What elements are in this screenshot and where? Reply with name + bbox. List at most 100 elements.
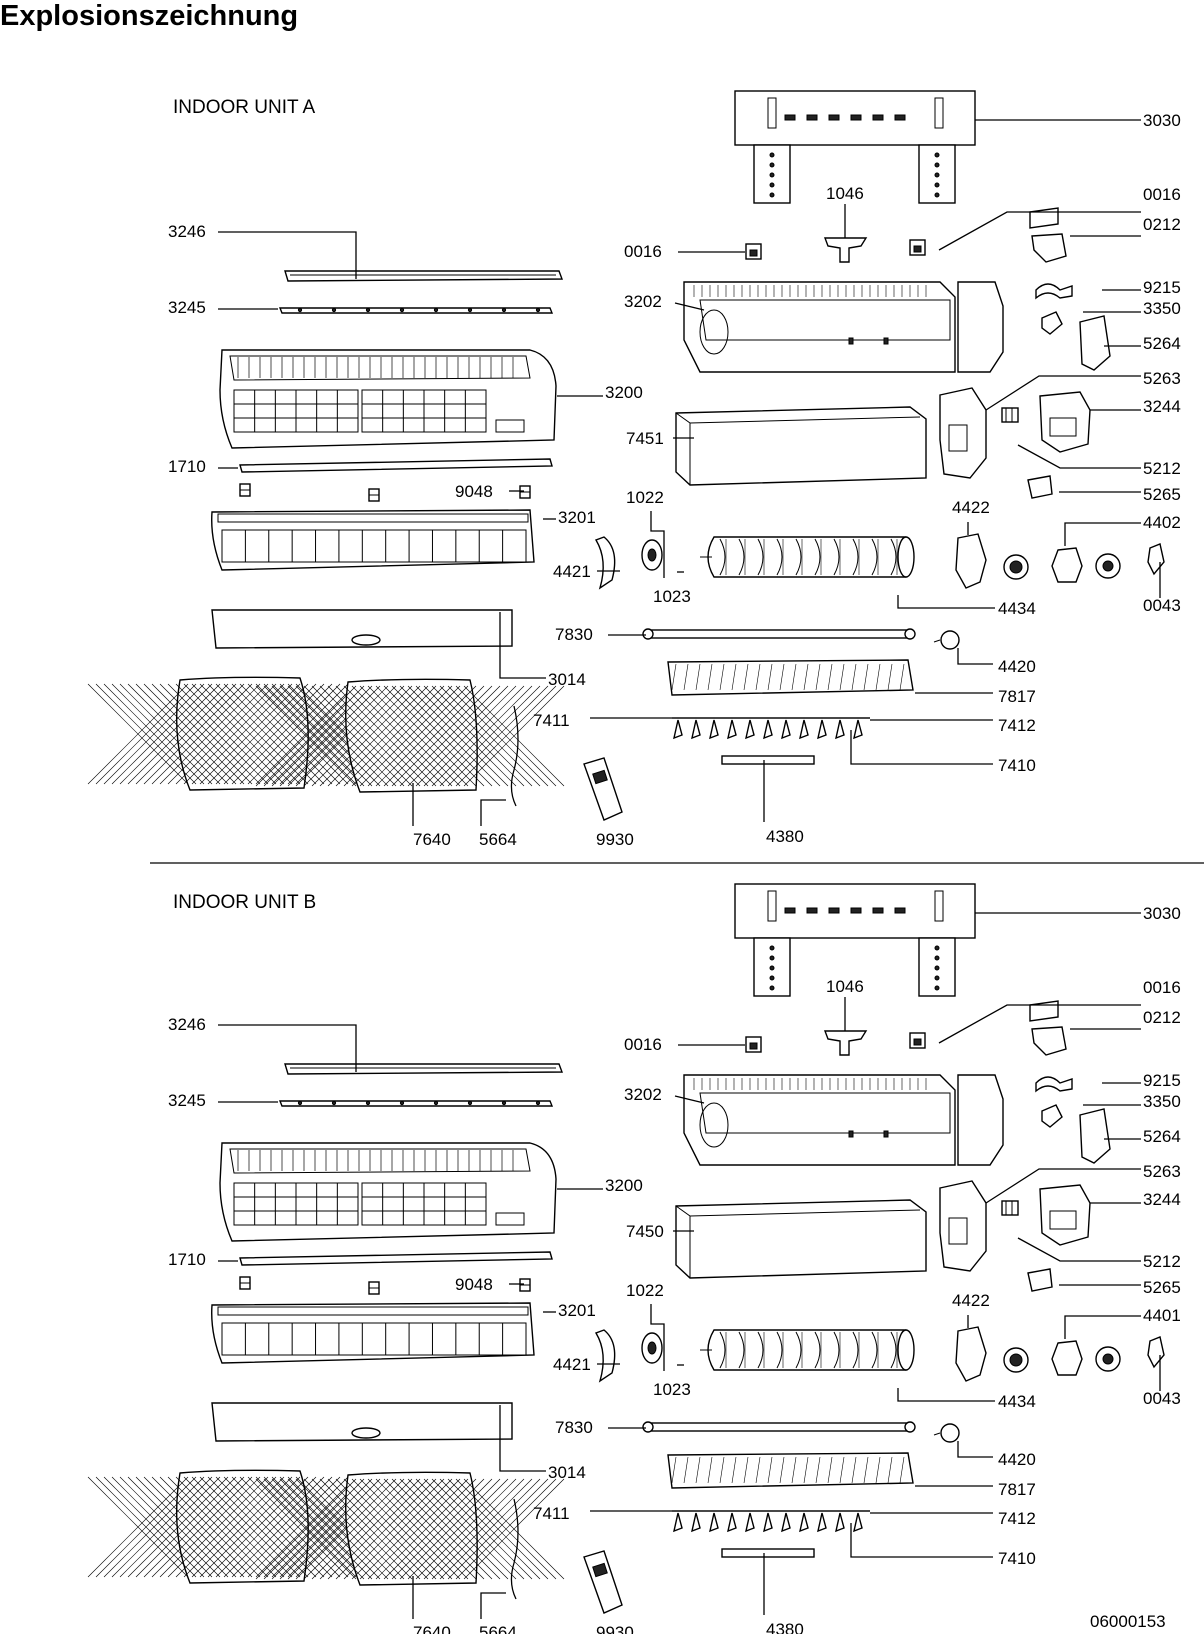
louvers-7412: [672, 717, 870, 740]
clamp-9215: [1035, 1076, 1073, 1093]
part-0043: [1147, 1336, 1165, 1369]
leader-line: [897, 595, 995, 609]
part-number-label: 3350: [1143, 1092, 1181, 1111]
part-number-label: 5264: [1143, 1127, 1181, 1146]
control-box-3244: [1039, 391, 1091, 453]
leader-line: [480, 1592, 506, 1619]
leader-line: [650, 1304, 665, 1371]
fan-wheel-4434: [700, 536, 915, 578]
leader-line: [499, 1405, 546, 1472]
leader-line: [1017, 1237, 1141, 1262]
leader-line: [674, 1095, 705, 1104]
part-number-label: 3030: [1143, 111, 1181, 130]
leader-line: [499, 612, 546, 679]
strip-1710: [239, 1251, 553, 1266]
leader-line: [850, 1523, 993, 1558]
chassis-3202: [683, 281, 1004, 373]
part-number-label: 7412: [998, 716, 1036, 735]
part-number-label: 0212: [1143, 1008, 1181, 1027]
leader-line: [1017, 444, 1141, 469]
part-number-label: 9048: [455, 482, 493, 501]
page-title: Explosionszeichnung: [0, 0, 299, 32]
strip-4380: [721, 1548, 815, 1558]
part-number-label: 4422: [952, 1291, 990, 1310]
part-number-label: 4420: [998, 657, 1036, 676]
drain-pan-7817: [667, 659, 914, 696]
side-frame-5263: [939, 387, 987, 479]
part-number-label: 3202: [624, 292, 662, 311]
leader-line: [1064, 1315, 1141, 1339]
connector-5212: [1001, 1200, 1019, 1216]
part-number-label: 7450: [626, 1222, 664, 1241]
part-number-label: 5212: [1143, 1252, 1181, 1271]
part-number-label: 0016: [624, 1035, 662, 1054]
part-number-label: 7817: [998, 687, 1036, 706]
front-grille-3201: [211, 509, 535, 571]
clamp-9215: [1035, 283, 1073, 300]
part-number-label: 1046: [826, 977, 864, 996]
mounting-plate-3030: [734, 883, 976, 997]
bracket-1046: [823, 1030, 868, 1056]
holder-4421: [594, 1329, 616, 1383]
drain-pan-7817: [667, 1452, 914, 1489]
part-number-label: 4421: [553, 1355, 591, 1374]
part-number-label: 9215: [1143, 278, 1181, 297]
part-number-label: 7830: [555, 625, 593, 644]
part-number-label: 7640: [413, 1623, 451, 1634]
part-number-label: 3246: [168, 222, 206, 241]
strip-3245: [278, 1100, 554, 1107]
part-number-label: 1023: [653, 587, 691, 606]
bracket-1046: [823, 237, 868, 263]
part-number-label: 1046: [826, 184, 864, 203]
front-panel-3200: [219, 349, 557, 449]
part-number-label: 4420: [998, 1450, 1036, 1469]
part-number-label: 3245: [168, 1091, 206, 1110]
panel-3014: [211, 609, 513, 649]
strip-4380: [721, 755, 815, 765]
louvers-7412: [672, 1510, 870, 1533]
part-number-label: 3246: [168, 1015, 206, 1034]
part-number-label: 0016: [1143, 978, 1181, 997]
clip-0016-left: [745, 1036, 762, 1053]
motor-parts: [1003, 547, 1121, 583]
part-number-label: 7411: [533, 1504, 570, 1523]
rail-3246: [284, 1063, 564, 1075]
part-number-label: 7410: [998, 1549, 1036, 1568]
part-number-label: 4434: [998, 1392, 1036, 1411]
leader-line: [1064, 522, 1141, 546]
part-number-label: 5265: [1143, 1278, 1181, 1297]
fan-wheel-4434: [700, 1329, 915, 1371]
part-number-label: 7817: [998, 1480, 1036, 1499]
remote-control-9930: [583, 1550, 623, 1614]
part-0043: [1147, 543, 1165, 576]
step-motor-4420: [933, 1423, 960, 1443]
cover-0212: [1029, 207, 1067, 263]
part-number-label: 7830: [555, 1418, 593, 1437]
part-number-label: 0043: [1143, 596, 1181, 615]
cover-0212: [1029, 1000, 1067, 1056]
part-number-label: 5664: [479, 1623, 517, 1634]
front-grille-3201: [211, 1302, 535, 1364]
part-number-label: 3014: [548, 670, 586, 689]
strip-1710: [239, 458, 553, 473]
part-number-label: 4380: [766, 1620, 804, 1634]
evaporator-7451: [675, 406, 927, 486]
section-heading: INDOOR UNIT A: [173, 97, 315, 118]
part-number-label: 3202: [624, 1085, 662, 1104]
part-number-label: 9930: [596, 1623, 634, 1634]
part-number-label: 0016: [624, 242, 662, 261]
part-number-label: 9215: [1143, 1071, 1181, 1090]
leader-line: [674, 302, 705, 311]
air-filters-7640: [87, 1469, 565, 1586]
leader-line: [985, 375, 1141, 411]
section-heading: INDOOR UNIT B: [173, 892, 316, 913]
front-panel-3200: [219, 1142, 557, 1242]
mounting-plate-3030: [734, 90, 976, 204]
rail-3246: [284, 270, 564, 282]
leader-line: [850, 730, 993, 765]
part-number-label: 1023: [653, 1380, 691, 1399]
leader-line: [218, 231, 357, 279]
pipe-7830: [642, 628, 916, 640]
part-number-label: 5264: [1143, 334, 1181, 353]
